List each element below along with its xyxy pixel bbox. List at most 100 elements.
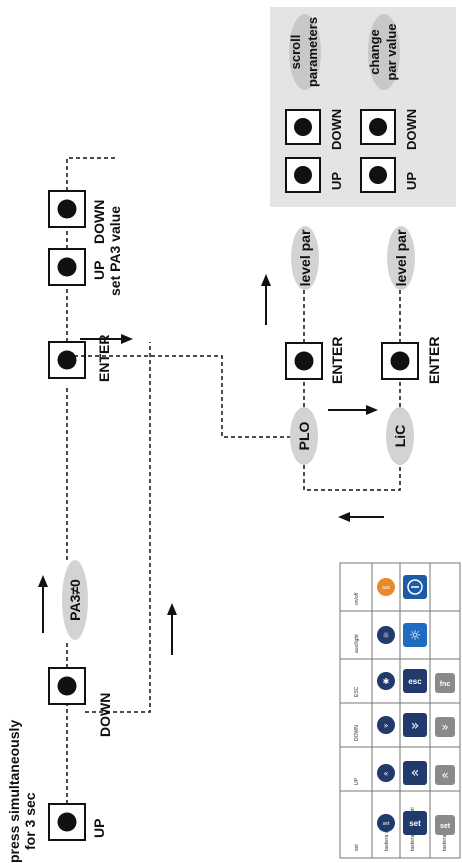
open6-up-key [403, 761, 427, 785]
level-par-top-label: level par [297, 229, 313, 286]
enter-top-button[interactable] [285, 342, 323, 380]
open6-esc-key [403, 669, 427, 693]
legend-down-right-label: DOWN [404, 109, 419, 150]
legend-down-left-button [285, 109, 321, 145]
level-par-top-oval [291, 226, 319, 290]
set-pa3-value-label: set PA3 value [107, 206, 123, 296]
scroll-parameters-oval [289, 14, 321, 90]
loop-down-to-top [85, 342, 151, 713]
header-set: set [354, 844, 360, 851]
open6-set-glyph: set [409, 819, 421, 828]
open6-set-key [403, 811, 427, 835]
arrow-right-top-head [121, 334, 133, 344]
k32-fnc-glyph: fnc [440, 681, 451, 688]
legend-down-right-dot [369, 118, 387, 136]
pa3-oval-label: PA3≠0 [67, 579, 83, 621]
enter-top-label: ENTER [329, 337, 345, 384]
open6-esc-glyph: esc [408, 677, 422, 686]
arrow-up-pa3-head [38, 575, 48, 587]
change-label-line1: change [367, 29, 382, 75]
up-button[interactable] [48, 803, 86, 841]
open6-onoff-glyph [407, 579, 423, 595]
wide-light-glyph: ☼ [382, 631, 389, 640]
open6-light-key [403, 623, 427, 647]
up-button-label: UP [91, 819, 107, 838]
wide-esc-glyph: ✱ [383, 677, 390, 686]
lic-oval [386, 407, 414, 465]
up-button-body[interactable] [48, 803, 86, 841]
wide-up-icon [377, 764, 395, 782]
k32-set-glyph: set [440, 823, 451, 830]
pa3-oval [62, 560, 88, 640]
up-button-dot [57, 812, 77, 832]
arrow-up-level-top-head [261, 274, 271, 286]
k32-set-key [435, 815, 455, 835]
legend-down-right-button [360, 109, 396, 145]
open6-light-glyph: ☼ [409, 628, 422, 644]
scroll-label-line1: scroll [288, 35, 303, 70]
plo-lic-loop [303, 465, 401, 491]
down2-button-label: DOWN [91, 200, 107, 244]
connector-down2-top [66, 157, 118, 191]
enter-button[interactable] [48, 341, 86, 379]
change-label-line2: par value [384, 23, 399, 80]
wide-esc-icon [377, 672, 395, 690]
scroll-label-line2: parameters [305, 17, 320, 87]
level-par-bottom-oval [387, 226, 415, 290]
down-button-label: DOWN [97, 693, 113, 737]
down-button[interactable] [48, 667, 86, 705]
level-connectors [67, 355, 300, 438]
legend-up-right-dot [369, 166, 387, 184]
wide-aux-glyph: aux [382, 585, 391, 591]
plo-oval [290, 407, 318, 465]
wide-set-icon [377, 814, 395, 832]
k32-up-key [435, 765, 455, 785]
wide-up-glyph: « [384, 769, 389, 778]
down2-button[interactable] [48, 190, 86, 228]
level-par-bottom-label: level par [393, 229, 409, 286]
header-esc: ESC [354, 686, 360, 697]
wide-down-glyph: » [384, 721, 389, 730]
up2-button-label: UP [91, 261, 107, 280]
row-label-32x74: tastiera 32x74 [442, 819, 448, 851]
legend-up-right-label: UP [404, 172, 419, 190]
k32-down-key [435, 717, 455, 737]
level-block: PLO LiC ENTER level par ENT [261, 226, 442, 522]
header-aux-light: aux/light [354, 634, 360, 653]
down-button-dot [57, 676, 77, 696]
wide-set-glyph: set [383, 821, 390, 827]
open6-down-key [403, 713, 427, 737]
legend-up-left-label: UP [329, 172, 344, 190]
up2-button-dot [57, 257, 77, 277]
header-down: DOWN [354, 725, 360, 741]
header-on-off: on/off [354, 592, 360, 605]
enter-top-button-dot [294, 351, 314, 371]
wide-onoff-icon [377, 578, 395, 596]
row-label-wide: tastiera wide [384, 823, 390, 851]
enter-button-label: ENTER [96, 335, 112, 382]
enter-button-dot [57, 350, 77, 370]
change-par-value-oval [368, 14, 400, 90]
arrow-left-bottom-head [338, 512, 350, 522]
enter-bottom-label: ENTER [426, 337, 442, 384]
legend-down-left-dot [294, 118, 312, 136]
up2-button[interactable] [48, 248, 86, 286]
header-up: UP [354, 777, 360, 785]
press-simultaneously-text: press simultaneously [6, 720, 22, 863]
wide-light-icon [377, 626, 395, 644]
k32-down-glyph: » [441, 720, 448, 734]
open6-down-glyph: » [411, 718, 420, 734]
connector-main-to-plo [67, 355, 300, 438]
enter-bottom-button-dot [390, 351, 410, 371]
enter-bottom-button[interactable] [381, 342, 419, 380]
lic-label: LiC [392, 425, 408, 448]
arrow-plo-to-lic-head [366, 405, 378, 415]
plo-label: PLO [296, 422, 312, 451]
main-sequence: press simultaneously for 3 sec UP DOWN P… [6, 157, 177, 863]
open6-up-glyph: « [411, 765, 420, 781]
down2-button-dot [57, 199, 77, 219]
arrow-up-loop-head [167, 603, 177, 615]
legend-up-right-button [360, 157, 396, 193]
for-3-sec-text: for 3 sec [22, 792, 38, 850]
